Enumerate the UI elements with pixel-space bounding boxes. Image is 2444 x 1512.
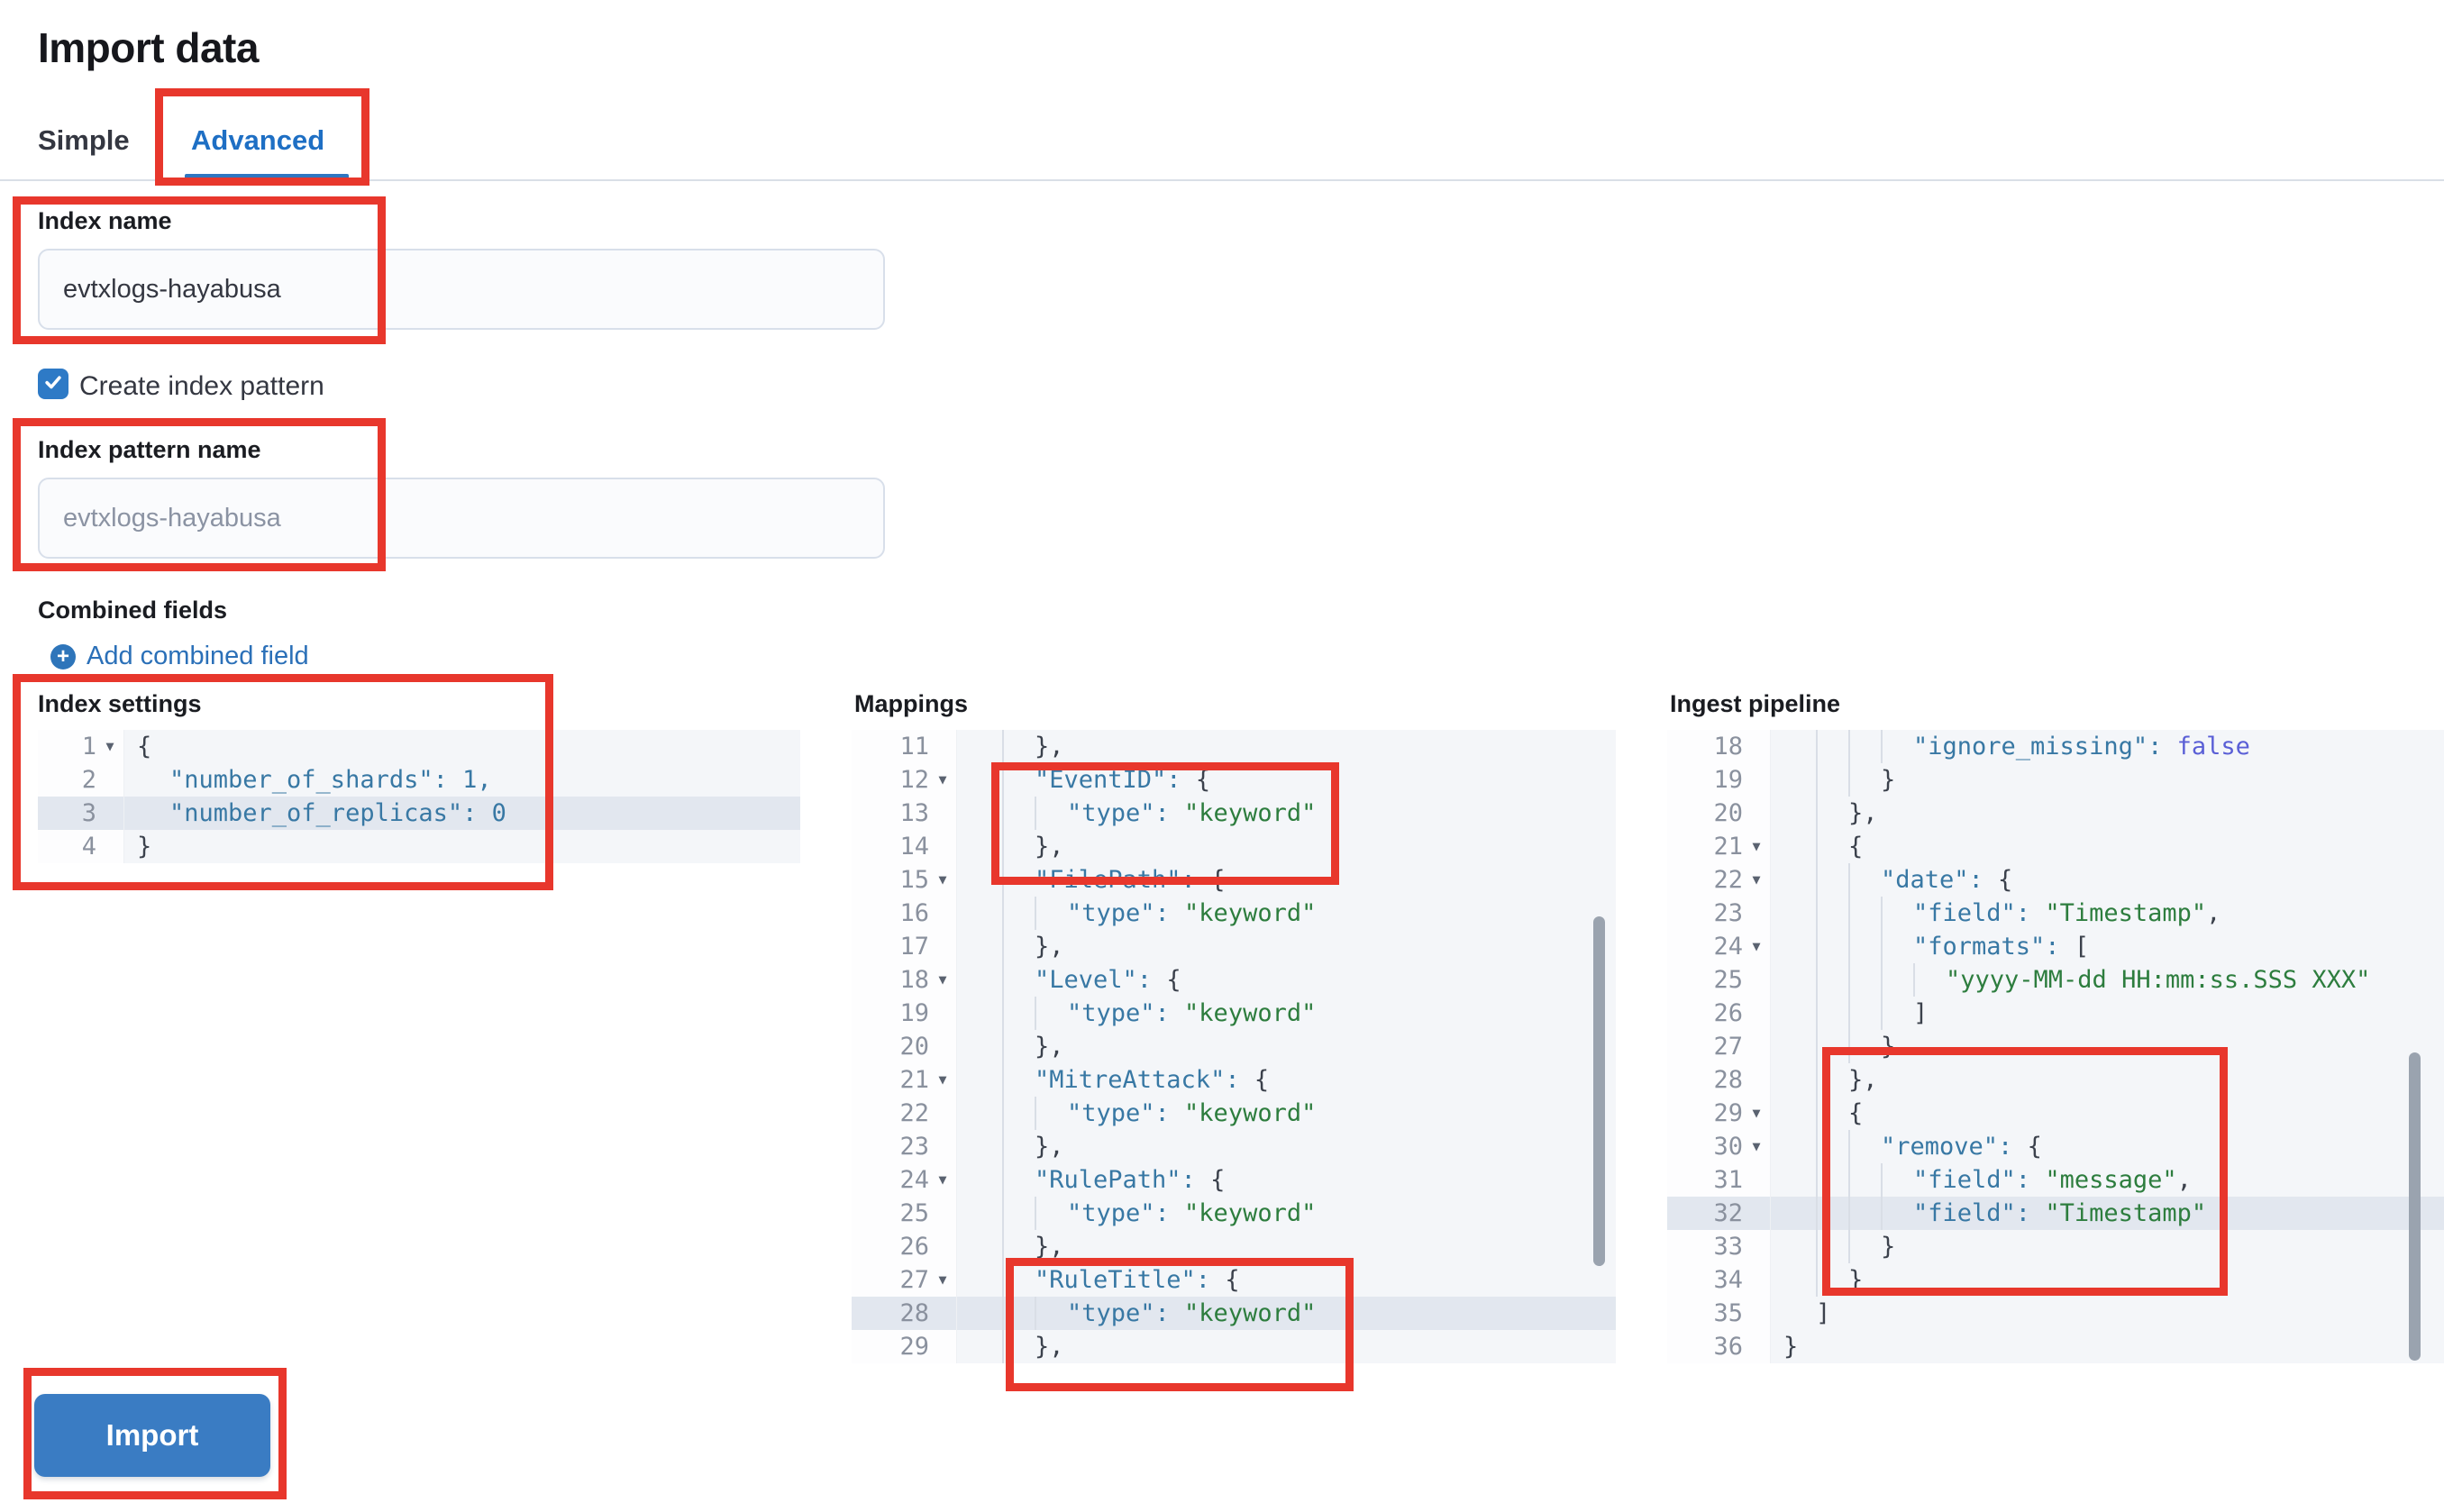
index-name-input[interactable] bbox=[38, 249, 885, 330]
ingest-pipeline-label: Ingest pipeline bbox=[1670, 690, 1841, 717]
code-line: 14}, bbox=[852, 830, 1616, 863]
code-line: 21▼{ bbox=[1667, 830, 2444, 863]
code-line: 22▼"date": { bbox=[1667, 863, 2444, 897]
index-settings-editor[interactable]: 1▼{2"number_of_shards": 1,3"number_of_re… bbox=[38, 730, 800, 1366]
code-line: 35] bbox=[1667, 1297, 2444, 1330]
code-line: 19"type": "keyword" bbox=[852, 997, 1616, 1030]
code-line: 20}, bbox=[1667, 797, 2444, 830]
page-title: Import data bbox=[38, 24, 259, 71]
code-line: 3"number_of_replicas": 0 bbox=[38, 797, 800, 830]
code-line: 23}, bbox=[852, 1130, 1616, 1163]
code-line: 1▼{ bbox=[38, 730, 800, 763]
fold-arrow-icon[interactable]: ▼ bbox=[1752, 838, 1761, 854]
fold-arrow-icon[interactable]: ▼ bbox=[1752, 938, 1761, 954]
code-line: 18▼"Level": { bbox=[852, 963, 1616, 997]
index-name-label: Index name bbox=[38, 207, 172, 234]
code-line: 30▼"remove": { bbox=[1667, 1130, 2444, 1163]
create-index-pattern-checkbox[interactable] bbox=[38, 369, 68, 399]
code-line: 18"ignore_missing": false bbox=[1667, 730, 2444, 763]
code-line: 33} bbox=[1667, 1230, 2444, 1263]
fold-arrow-icon[interactable]: ▼ bbox=[1752, 1138, 1761, 1154]
code-line: 2"number_of_shards": 1, bbox=[38, 763, 800, 797]
code-line: 34} bbox=[1667, 1263, 2444, 1297]
index-settings-label: Index settings bbox=[38, 690, 202, 717]
code-line: 11}, bbox=[852, 730, 1616, 763]
code-line: 17}, bbox=[852, 930, 1616, 963]
code-line: 27▼"RuleTitle": { bbox=[852, 1263, 1616, 1297]
fold-arrow-icon[interactable]: ▼ bbox=[938, 1271, 947, 1288]
checkmark-icon bbox=[43, 372, 63, 396]
create-index-pattern-label: Create index pattern bbox=[79, 371, 324, 401]
tab-simple[interactable]: Simple bbox=[38, 124, 130, 156]
code-line: 22"type": "keyword" bbox=[852, 1097, 1616, 1130]
code-line: 20}, bbox=[852, 1030, 1616, 1063]
code-line: 15▼"FilePath": { bbox=[852, 863, 1616, 897]
combined-fields-label: Combined fields bbox=[38, 597, 228, 624]
plus-circle-icon: + bbox=[50, 643, 76, 669]
mappings-label: Mappings bbox=[854, 690, 968, 717]
code-line: 12▼"EventID": { bbox=[852, 763, 1616, 797]
fold-arrow-icon[interactable]: ▼ bbox=[105, 738, 114, 754]
code-line: 24▼"formats": [ bbox=[1667, 930, 2444, 963]
code-line: 4} bbox=[38, 830, 800, 863]
code-line: 28}, bbox=[1667, 1063, 2444, 1097]
add-combined-field-link[interactable]: + Add combined field bbox=[50, 642, 309, 671]
code-line: 26}, bbox=[852, 1230, 1616, 1263]
code-line: 13"type": "keyword" bbox=[852, 797, 1616, 830]
tabs-divider bbox=[0, 179, 2444, 181]
code-line: 32"field": "Timestamp" bbox=[1667, 1197, 2444, 1230]
code-line: 23"field": "Timestamp", bbox=[1667, 897, 2444, 930]
code-line: 25"type": "keyword" bbox=[852, 1197, 1616, 1230]
fold-arrow-icon[interactable]: ▼ bbox=[938, 1171, 947, 1188]
code-line: 29}, bbox=[852, 1330, 1616, 1363]
add-combined-field-label: Add combined field bbox=[87, 642, 309, 670]
import-button[interactable]: Import bbox=[34, 1394, 270, 1477]
fold-arrow-icon[interactable]: ▼ bbox=[938, 1071, 947, 1088]
code-line: 31"field": "message", bbox=[1667, 1163, 2444, 1197]
index-pattern-name-label: Index pattern name bbox=[38, 436, 261, 463]
code-line: 27} bbox=[1667, 1030, 2444, 1063]
fold-arrow-icon[interactable]: ▼ bbox=[938, 771, 947, 788]
tab-advanced[interactable]: Advanced bbox=[191, 124, 325, 156]
index-pattern-name-input[interactable] bbox=[38, 478, 885, 559]
mappings-scrollbar[interactable] bbox=[1593, 916, 1605, 1266]
code-line: 29▼{ bbox=[1667, 1097, 2444, 1130]
mappings-editor[interactable]: 11},12▼"EventID": {13"type": "keyword"14… bbox=[852, 730, 1616, 1366]
ingest-pipeline-scrollbar[interactable] bbox=[2409, 1052, 2421, 1361]
fold-arrow-icon[interactable]: ▼ bbox=[938, 871, 947, 888]
code-line: 16"type": "keyword" bbox=[852, 897, 1616, 930]
code-line: 25"yyyy-MM-dd HH:mm:ss.SSS XXX" bbox=[1667, 963, 2444, 997]
code-line: 19} bbox=[1667, 763, 2444, 797]
code-line: 26] bbox=[1667, 997, 2444, 1030]
fold-arrow-icon[interactable]: ▼ bbox=[1752, 871, 1761, 888]
code-line: 28"type": "keyword" bbox=[852, 1297, 1616, 1330]
fold-arrow-icon[interactable]: ▼ bbox=[938, 971, 947, 988]
code-line: 36} bbox=[1667, 1330, 2444, 1363]
code-line: 21▼"MitreAttack": { bbox=[852, 1063, 1616, 1097]
fold-arrow-icon[interactable]: ▼ bbox=[1752, 1105, 1761, 1121]
code-line: 24▼"RulePath": { bbox=[852, 1163, 1616, 1197]
